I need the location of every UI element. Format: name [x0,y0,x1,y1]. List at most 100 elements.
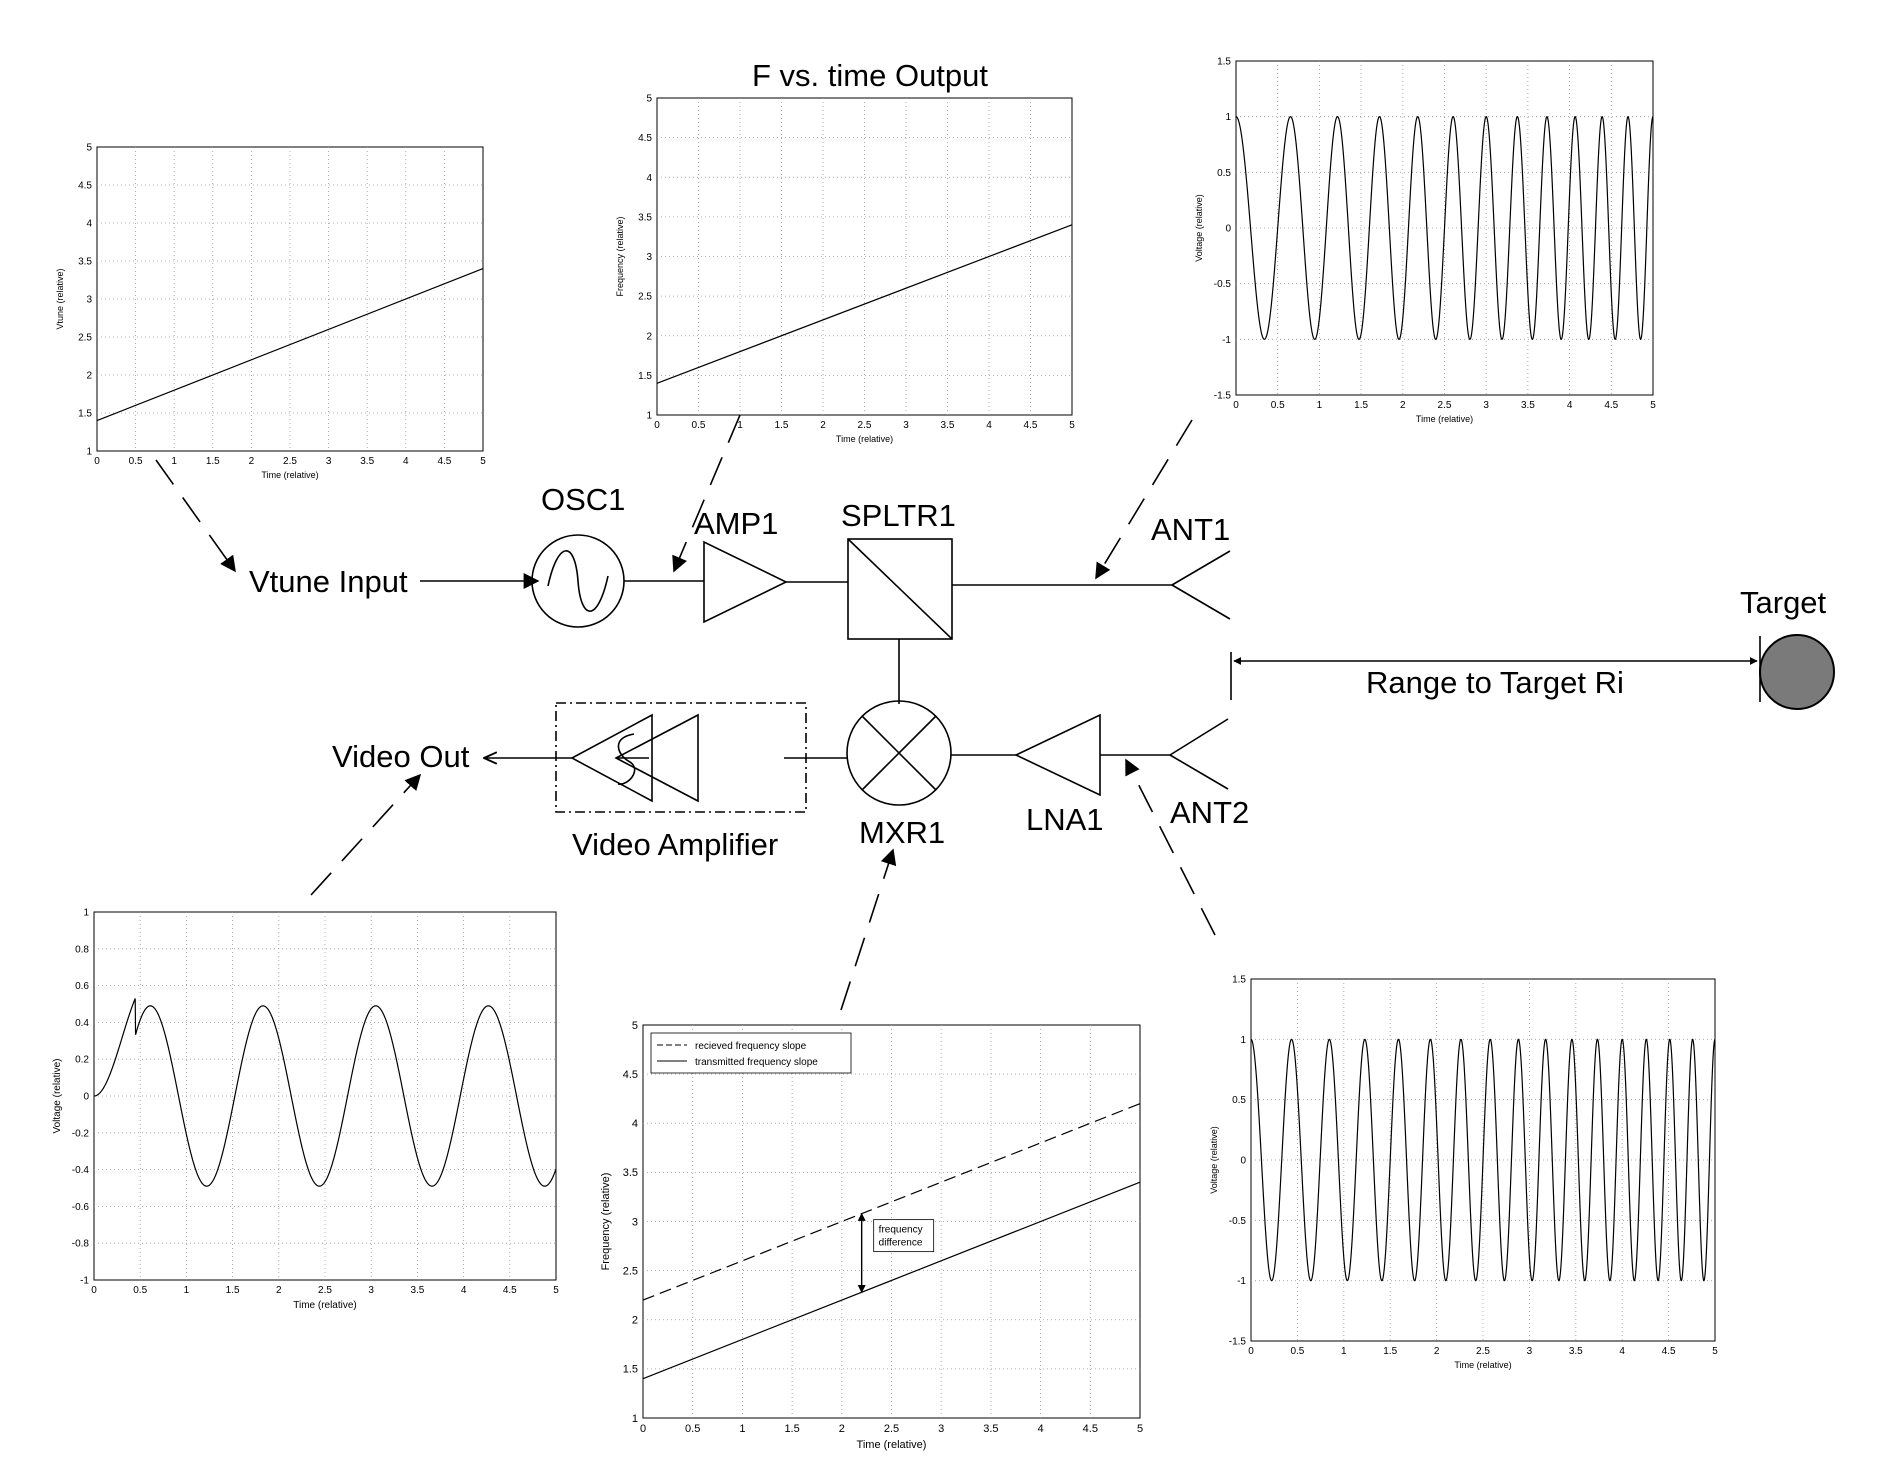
sine-icon [547,550,609,612]
x-tick-label: 1.5 [784,1423,799,1435]
x-axis-label: Time (relative) [1416,414,1473,424]
x-tick-label: 2 [820,420,826,431]
x-tick-label: 3.5 [410,1285,424,1296]
amp1-label: AMP1 [694,506,778,541]
x-tick-label: 4.5 [1604,400,1618,411]
target-symbol [1759,634,1835,710]
y-tick-label: 3 [646,252,652,263]
y-tick-label: 1 [83,908,89,919]
x-tick-label: 5 [1069,420,1075,431]
ant1-symbol [1171,550,1231,586]
series-line-0 [96,268,484,422]
y-tick-label: 0.2 [75,1055,89,1066]
spltr1-symbol [847,538,953,640]
x-tick-label: 4 [461,1285,467,1296]
mxr1-label: MXR1 [859,815,945,850]
annotation-text: frequency [879,1225,923,1236]
x-tick-label: 3 [903,420,909,431]
ant1-label: ANT1 [1151,512,1230,547]
y-tick-label: 1 [86,447,92,458]
y-tick-label: 5 [86,143,92,154]
block-diagram [420,534,1761,813]
amp1-symbol [703,540,788,624]
x-tick-label: 4 [403,456,409,467]
y-tick-label: 3.5 [78,257,92,268]
annotation-text: difference [879,1238,923,1249]
x-tick-label: 1 [1317,400,1323,411]
x-axis-label: Time (relative) [293,1300,357,1311]
y-tick-label: 2 [86,371,92,382]
y-tick-label: 4.5 [623,1069,638,1081]
ant2-symbol [1169,718,1229,756]
y-tick-label: 3.5 [623,1167,638,1179]
y-tick-label: 1 [632,1413,638,1425]
y-tick-label: -1 [1222,335,1231,346]
x-tick-label: 4.5 [503,1285,517,1296]
mxr1-symbol [846,700,952,806]
video-amplifier-box [555,702,807,813]
y-tick-label: 4.5 [78,181,92,192]
x-tick-label: 5 [1137,1423,1143,1435]
x-tick-label: 3.5 [1521,400,1535,411]
x-tick-label: 2 [1400,400,1406,411]
series-line-transmitted-frequency-slope [642,1181,1141,1380]
x-tick-label: 3.5 [1569,1346,1583,1357]
x-tick-label: 0 [94,456,100,467]
x-tick-label: 4.5 [1662,1346,1676,1357]
y-tick-label: 2.5 [638,292,652,303]
vtune-input-label: Vtune Input [249,564,408,599]
y-tick-label: -0.8 [72,1239,90,1250]
x-tick-label: 1.5 [206,456,220,467]
legend-entry: recieved frequency slope [695,1041,807,1052]
target-label: Target [1740,585,1827,620]
x-axis-label: Time (relative) [836,434,893,444]
x-tick-label: 1.5 [1383,1346,1397,1357]
legend-box [650,1032,852,1074]
y-axis-label: Vtune (relative) [55,268,65,329]
x-tick-label: 4 [1619,1346,1625,1357]
leader-mixer [840,848,897,1011]
y-axis-label: Voltage (relative) [52,1058,63,1133]
x-tick-label: 4.5 [1083,1423,1098,1435]
video-amp-stage2 [614,713,699,803]
x-tick-label: 4.5 [1024,420,1038,431]
video-amp-stage1 [570,713,653,803]
series-line-0 [1235,116,1654,340]
leader-lines [155,414,1216,1011]
y-tick-label: 1.5 [78,409,92,420]
x-tick-label: 3 [938,1423,944,1435]
filter-curve-icon [617,733,636,785]
x-tick-label: 2 [249,456,255,467]
leader-ant1 [1095,419,1193,580]
x-tick-label: 1.5 [226,1285,240,1296]
osc1-label: OSC1 [541,482,625,517]
series-line-0 [656,224,1073,384]
spltr1-label: SPLTR1 [841,498,956,533]
x-tick-label: 2.5 [1476,1346,1490,1357]
series-line-0 [93,998,557,1187]
x-tick-label: 4.5 [437,456,451,467]
legend-entry: transmitted frequency slope [695,1057,818,1068]
ant2-label: ANT2 [1170,795,1249,830]
y-axis-label: Frequency (relative) [600,1173,612,1271]
x-axis-label: Time (relative) [857,1439,927,1451]
y-tick-label: 1 [1225,112,1231,123]
x-tick-label: 2.5 [283,456,297,467]
series-line-0 [1250,1038,1716,1282]
leader-vtune [155,459,236,573]
annotation-box [873,1219,935,1253]
y-tick-label: 0 [1225,224,1231,235]
y-tick-label: 0.5 [1217,168,1231,179]
y-tick-label: 4 [646,173,652,184]
x-tick-label: 0.5 [685,1423,700,1435]
x-tick-label: 1 [1341,1346,1347,1357]
y-tick-label: 2.5 [623,1265,638,1277]
x-tick-label: 1.5 [1354,400,1368,411]
x-tick-label: 4 [986,420,992,431]
x-tick-label: 0 [91,1285,97,1296]
x-tick-label: 5 [553,1285,559,1296]
x-tick-label: 3.5 [983,1423,998,1435]
